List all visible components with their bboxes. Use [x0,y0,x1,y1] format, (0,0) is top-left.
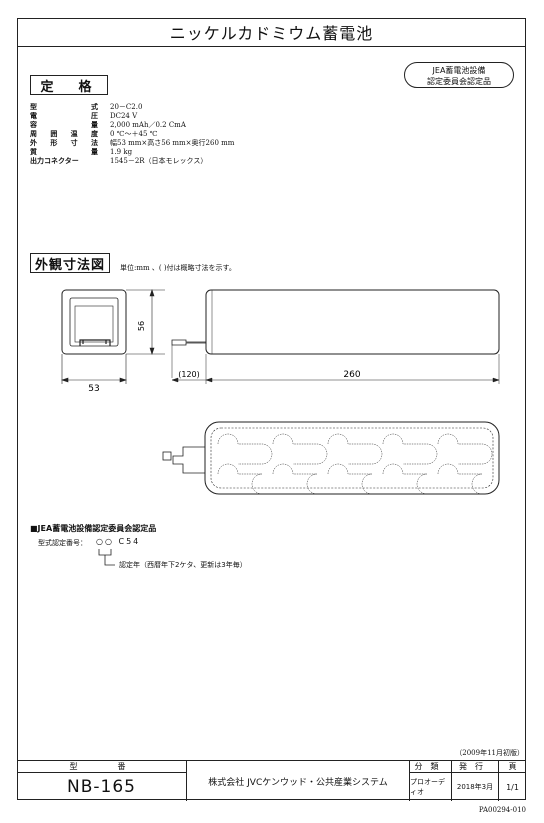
cell-outline [382,433,438,465]
front-view [61,289,127,355]
footer-table: 型 番 NB-165 株式会社 JVCケンウッド・公共産業システム 分類 発行 … [17,760,526,801]
spec-label-char: 容 [30,121,37,129]
spec-value: 1.9 kg [110,148,133,156]
issue-header: 発行 [451,761,498,773]
spec-label-char: 温 [70,130,78,138]
spec-value: DC24 V [110,112,138,120]
spec-row: 周 囲 温 度 0 ℃～＋45 ℃ [30,130,157,139]
spec-label-char: 式 [91,103,98,111]
cell-outline [437,433,493,465]
dim-length: 260 [343,370,360,380]
dim-height: 56 [137,321,146,331]
spec-label-char: 圧 [91,112,98,120]
cell-outline [382,463,428,495]
spec-value: 0 ℃～＋45 ℃ [110,130,158,138]
cell-outline [327,463,373,495]
cell-outline [272,463,318,495]
spec-label: 質量 [30,148,98,157]
cell-outline [272,433,328,465]
cell-outline [437,463,483,495]
spec-value: 幅53 mm×高さ56 mm×奥行260 mm [110,139,235,147]
side-view [171,289,500,384]
spec-label: 型式 [30,103,98,112]
spec-label-char: 量 [91,121,98,129]
unit-note: 単位:mm 、( )付は概略寸法を示す。 [120,264,236,272]
page-value: 1/1 [498,773,526,801]
spec-label-char: 量 [91,148,98,156]
spec-label: 周囲温度 [30,130,98,139]
specs-heading: 定 格 [30,75,108,95]
top-view [162,421,500,495]
company-name: 株式会社 JVCケンウッド・公共産業システム [186,761,409,801]
spec-value: 2,000 mAh／0.2 CmA [110,121,186,129]
spec-value: 1545－2R（日本モレックス） [110,157,208,165]
spec-label: 電圧 [30,112,98,121]
document-code: PA00294-010 [478,806,526,814]
cert-badge-line2: 認定委員会認定品 [427,77,491,86]
certification-badge: JEA蓄電池設備 認定委員会認定品 [404,62,514,88]
page-header: 頁 [498,761,526,773]
model-number: NB-165 [67,777,136,797]
edition-note: （2009年11月初版） [455,749,524,757]
spec-label-char: 形 [50,139,58,147]
class-value: プロオーディオ [409,773,451,801]
spec-label-char: 質 [30,148,37,156]
document-title: ニッケルカドミウム蓄電池 [17,18,526,47]
spec-label-char: 外 [30,139,37,147]
page-frame [17,18,526,800]
cert-section-heading: ■JEA蓄電池設備認定委員会認定品 [30,524,157,533]
spec-label-char: 囲 [50,130,58,138]
spec-label-char: 周 [30,130,37,138]
spec-row: 外 形 寸 法 幅53 mm×高さ56 mm×奥行260 mm [30,139,234,148]
spec-label: 出力コネクター [30,157,98,166]
spec-label-char: 電 [30,112,37,120]
cert-number-value: ○○ C54 [96,537,141,546]
spec-label-char: 出力コネクター [30,157,79,165]
class-header: 分類 [409,761,451,773]
spec-label: 容量 [30,121,98,130]
model-header: 型 番 [17,761,186,773]
spec-value: 20－C2.0 [110,103,143,111]
cell-outline [327,433,383,465]
spec-label-char: 型 [30,103,37,111]
cert-year-note: 認定年（西暦年下2ケタ、更新は3年毎） [119,561,247,569]
cell-outline [217,463,263,495]
dims-heading: 外観寸法図 [30,253,110,273]
cell-outline [217,433,273,465]
spec-label-char: 法 [90,139,98,147]
dim-width: 53 [88,384,99,394]
cert-badge-line1: JEA蓄電池設備 [432,66,486,75]
spec-label: 外形寸法 [30,139,98,148]
issue-value: 2018年3月 [451,773,498,801]
spec-row: 出力コネクター 1545－2R（日本モレックス） [30,157,207,166]
dim-cable: (120) [178,370,200,379]
spec-label-char: 度 [90,130,98,138]
spec-label-char: 寸 [70,139,78,147]
cell-pattern [217,433,493,495]
cert-number-label: 型式認定番号： [38,539,87,547]
